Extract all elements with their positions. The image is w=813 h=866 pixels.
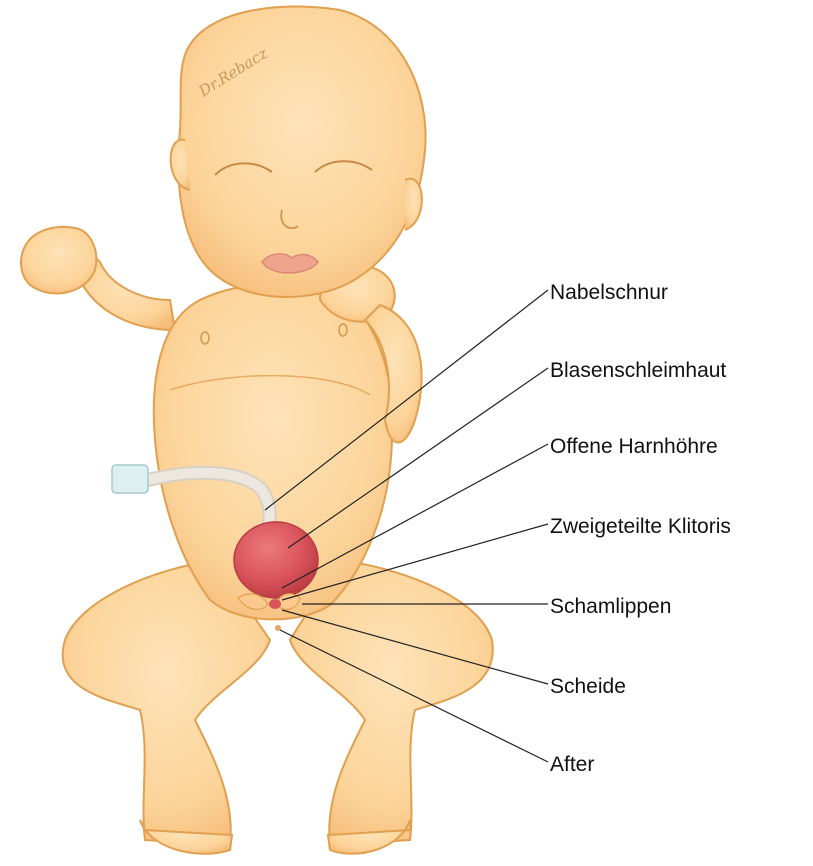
cord-clamp <box>112 465 148 493</box>
raised-arm <box>21 227 175 330</box>
label-nabelschnur: Nabelschnur <box>550 282 668 303</box>
bladder-mucosa <box>234 522 318 598</box>
label-blasenschleimhaut: Blasenschleimhaut <box>550 360 726 381</box>
label-schamlippen: Schamlippen <box>550 596 671 617</box>
label-after: After <box>550 754 594 775</box>
head <box>171 6 426 297</box>
label-zweigeteilte-klitoris: Zweigeteilte Klitoris <box>550 516 731 537</box>
label-offene-harnroehre: Offene Harnhöhre <box>550 436 718 457</box>
label-scheide: Scheide <box>550 676 626 697</box>
